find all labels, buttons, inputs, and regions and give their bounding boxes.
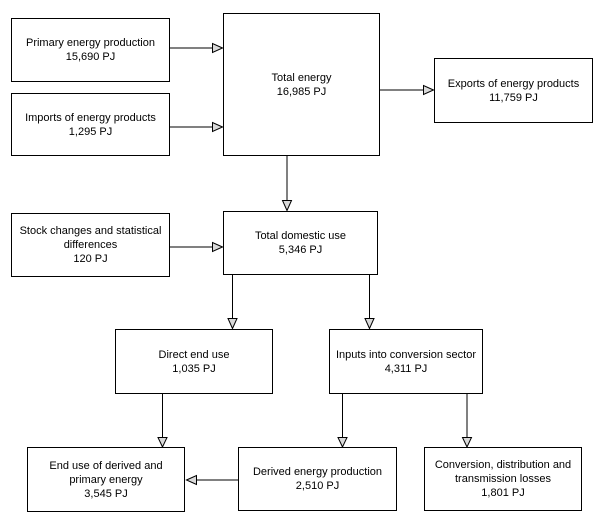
node-primary-energy-production: Primary energy production 15,690 PJ [11, 18, 170, 82]
node-stock-changes-statistical-differences: Stock changes and statistical difference… [11, 213, 170, 277]
node-value: 1,295 PJ [68, 125, 113, 138]
node-value: 1,801 PJ [481, 487, 525, 499]
arrow-inputs-conversion-to-conversion-losses [461, 394, 473, 449]
node-value: 2,510 PJ [295, 480, 340, 492]
arrow-total-domestic-use-to-direct-end-use [227, 275, 238, 330]
node-value: 11,759 PJ [489, 91, 538, 104]
arrow-imports-to-total-energy [170, 121, 224, 133]
arrow-total-domestic-use-to-inputs-conversion [364, 275, 375, 330]
node-label: Total energy [271, 71, 332, 84]
node-imports-of-energy-products: Imports of energy products 1,295 PJ [11, 93, 170, 156]
node-label: Stock changes and statistical difference… [19, 225, 162, 251]
node-total-energy: Total energy 16,985 PJ [223, 13, 380, 156]
arrow-primary-production-to-total-energy [170, 42, 224, 54]
node-direct-end-use: Direct end use 1,035 PJ [115, 329, 273, 394]
arrow-direct-end-use-to-end-use-derived-primary [157, 394, 168, 449]
node-value: 5,346 PJ [278, 244, 323, 256]
node-total-domestic-use: Total domestic use 5,346 PJ [223, 211, 378, 275]
node-derived-energy-production: Derived energy production 2,510 PJ [238, 447, 397, 511]
node-label: Derived energy production [252, 466, 383, 478]
node-label: Exports of energy products [447, 77, 580, 90]
node-value: 15,690 PJ [65, 51, 116, 63]
node-exports-of-energy-products: Exports of energy products 11,759 PJ [434, 58, 593, 123]
node-value: 1,035 PJ [172, 362, 216, 375]
node-value: 3,545 PJ [84, 487, 128, 500]
arrow-total-energy-to-total-domestic-use [281, 156, 293, 212]
node-label: Imports of energy products [25, 111, 156, 124]
arrow-total-energy-to-exports [380, 84, 435, 96]
node-label: Inputs into conversion sector [335, 348, 477, 361]
node-label: Direct end use [158, 348, 230, 361]
node-label: Conversion, distribution and transmissio… [434, 459, 572, 485]
node-conversion-distribution-transmission-losses: Conversion, distribution and transmissio… [424, 447, 582, 511]
node-inputs-into-conversion-sector: Inputs into conversion sector 4,311 PJ [329, 329, 483, 394]
node-value: 16,985 PJ [276, 85, 327, 98]
node-value: 4,311 PJ [384, 362, 428, 375]
node-value: 120 PJ [73, 253, 108, 265]
arrow-derived-production-to-end-use-derived-primary [185, 474, 238, 486]
node-label: End use of derived and primary energy [49, 459, 163, 486]
node-label: Primary energy production [25, 37, 155, 49]
arrow-stock-changes-to-total-domestic-use [170, 241, 224, 253]
node-label: Total domestic use [254, 230, 347, 242]
node-end-use-of-derived-and-primary-energy: End use of derived and primary energy 3,… [27, 447, 185, 512]
arrow-inputs-conversion-to-derived-production [337, 394, 348, 449]
